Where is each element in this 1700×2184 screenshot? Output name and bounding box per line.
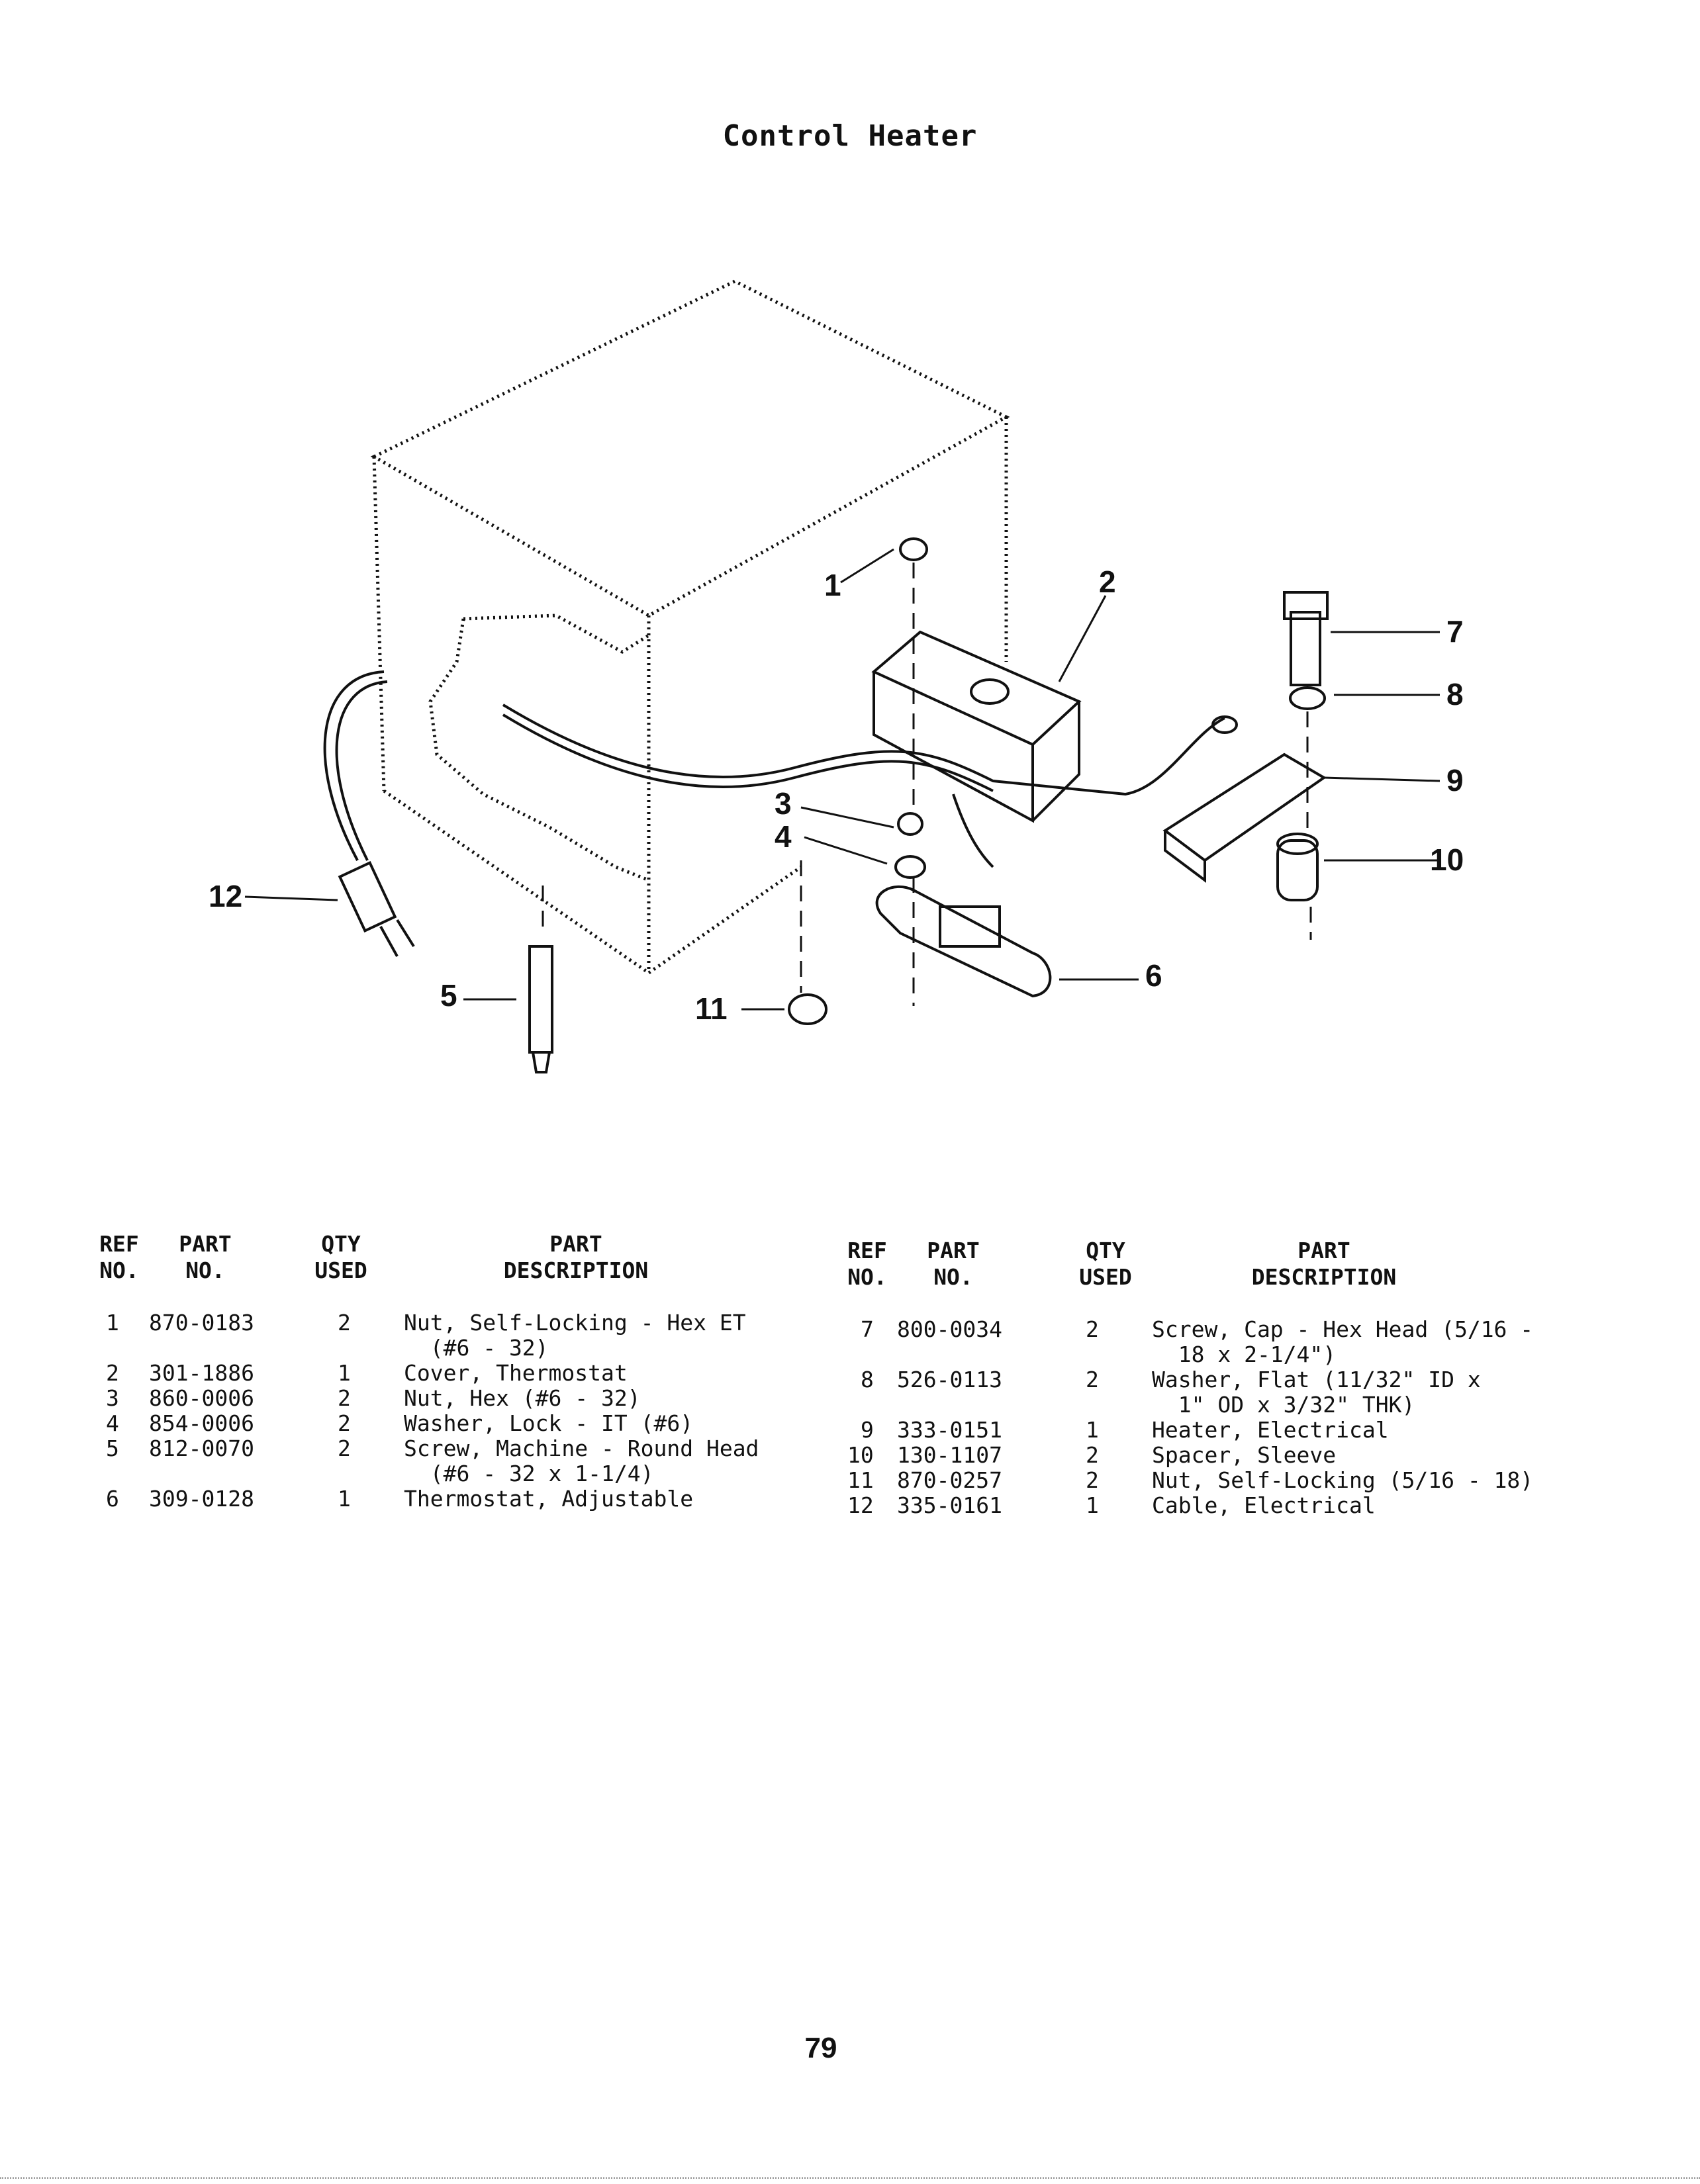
callout-label: 5	[440, 978, 457, 1013]
thermostat-part	[875, 886, 1052, 998]
ref-cell: 9	[861, 1417, 874, 1443]
ref-cell: 3	[106, 1385, 119, 1411]
callout-label: 6	[1145, 958, 1162, 993]
qty-cell: 2	[338, 1310, 351, 1336]
description-cell: Screw, Cap - Hex Head (5/16 -	[1152, 1316, 1534, 1342]
description-cell: 18 x 2-1/4")	[1152, 1342, 1337, 1367]
spacer-sleeve-part	[1276, 839, 1319, 901]
qty-cell: 2	[1086, 1316, 1099, 1342]
description-cell: Screw, Machine - Round Head	[404, 1435, 759, 1461]
scan-edge-line	[0, 2177, 1700, 2179]
ref-cell: 12	[847, 1492, 874, 1518]
qty-cell: 1	[1086, 1417, 1099, 1443]
ref-cell: 2	[106, 1360, 119, 1386]
part-no-cell: 335-0161	[897, 1492, 1002, 1518]
description-cell: Cover, Thermostat	[404, 1360, 628, 1386]
qty-cell: 1	[338, 1486, 351, 1512]
power-cord	[323, 670, 385, 861]
callout-label: 3	[775, 786, 792, 821]
callout-label: 7	[1446, 614, 1464, 649]
callout-label: 8	[1446, 677, 1464, 711]
part-no-cell: 860-0006	[149, 1385, 254, 1411]
callout-label: 2	[1099, 565, 1116, 599]
ref-cell: 8	[861, 1367, 874, 1392]
part-no-cell: 309-0128	[149, 1486, 254, 1512]
self-locking-nut-part	[788, 993, 827, 1025]
description-cell: Washer, Lock - IT (#6)	[404, 1410, 694, 1436]
description-cell: Cable, Electrical	[1152, 1492, 1376, 1518]
page-title: Control Heater	[722, 119, 978, 153]
qty-cell: 1	[338, 1360, 351, 1386]
ref-cell: 11	[847, 1467, 874, 1493]
callout-label: 9	[1446, 763, 1464, 797]
enclosure-outline	[370, 279, 1010, 975]
ref-cell: 4	[106, 1410, 119, 1436]
description-cell: Heater, Electrical	[1152, 1417, 1389, 1443]
qty-cell: 2	[338, 1435, 351, 1461]
ref-cell: 1	[106, 1310, 119, 1336]
callout-label: 1	[824, 568, 841, 602]
ref-cell: 5	[106, 1435, 119, 1461]
description-cell: Nut, Self-Locking - Hex ET	[404, 1310, 746, 1336]
part-no-cell: 870-0183	[149, 1310, 254, 1336]
description-cell: (#6 - 32)	[404, 1335, 549, 1361]
callout-label: 11	[695, 991, 728, 1026]
description-cell: Washer, Flat (11/32" ID x	[1152, 1367, 1481, 1392]
callout-label: 10	[1430, 842, 1464, 877]
control-heater-exploded-diagram: 1 2 3 4 5 6 7 8 9 10 11 12	[209, 279, 1464, 1073]
part-no-cell: 870-0257	[897, 1467, 1002, 1493]
part-no-cell: 301-1886	[149, 1360, 254, 1386]
thermostat-cover-part	[871, 630, 1082, 823]
ref-cell: 10	[847, 1442, 874, 1468]
description-cell: Nut, Hex (#6 - 32)	[404, 1385, 641, 1411]
page-number: 79	[804, 2032, 837, 2064]
ref-cell: 7	[861, 1316, 874, 1342]
description-cell: (#6 - 32 x 1-1/4)	[404, 1461, 654, 1486]
part-no-cell: 130-1107	[897, 1442, 1002, 1468]
qty-cell: 2	[1086, 1442, 1099, 1468]
qty-cell: 1	[1086, 1492, 1099, 1518]
part-no-cell: 854-0006	[149, 1410, 254, 1436]
machine-screw-part	[528, 945, 553, 1054]
qty-cell: 2	[338, 1385, 351, 1411]
part-no-cell: 800-0034	[897, 1316, 1002, 1342]
qty-cell: 2	[1086, 1467, 1099, 1493]
callout-label: 12	[209, 879, 242, 913]
callout-label: 4	[775, 819, 792, 854]
cap-screw-part	[1290, 611, 1321, 686]
description-cell: Nut, Self-Locking (5/16 - 18)	[1152, 1467, 1534, 1493]
description-cell: Spacer, Sleeve	[1152, 1442, 1337, 1468]
wire-harness	[502, 704, 1225, 796]
ref-cell: 6	[106, 1486, 119, 1512]
qty-cell: 2	[1086, 1367, 1099, 1392]
heater-plate-part	[1162, 752, 1327, 862]
part-no-cell: 526-0113	[897, 1367, 1002, 1392]
description-cell: Thermostat, Adjustable	[404, 1486, 694, 1512]
qty-cell: 2	[338, 1410, 351, 1436]
part-no-cell: 812-0070	[149, 1435, 254, 1461]
part-no-cell: 333-0151	[897, 1417, 1002, 1443]
description-cell: 1" OD x 3/32" THK)	[1152, 1392, 1415, 1418]
